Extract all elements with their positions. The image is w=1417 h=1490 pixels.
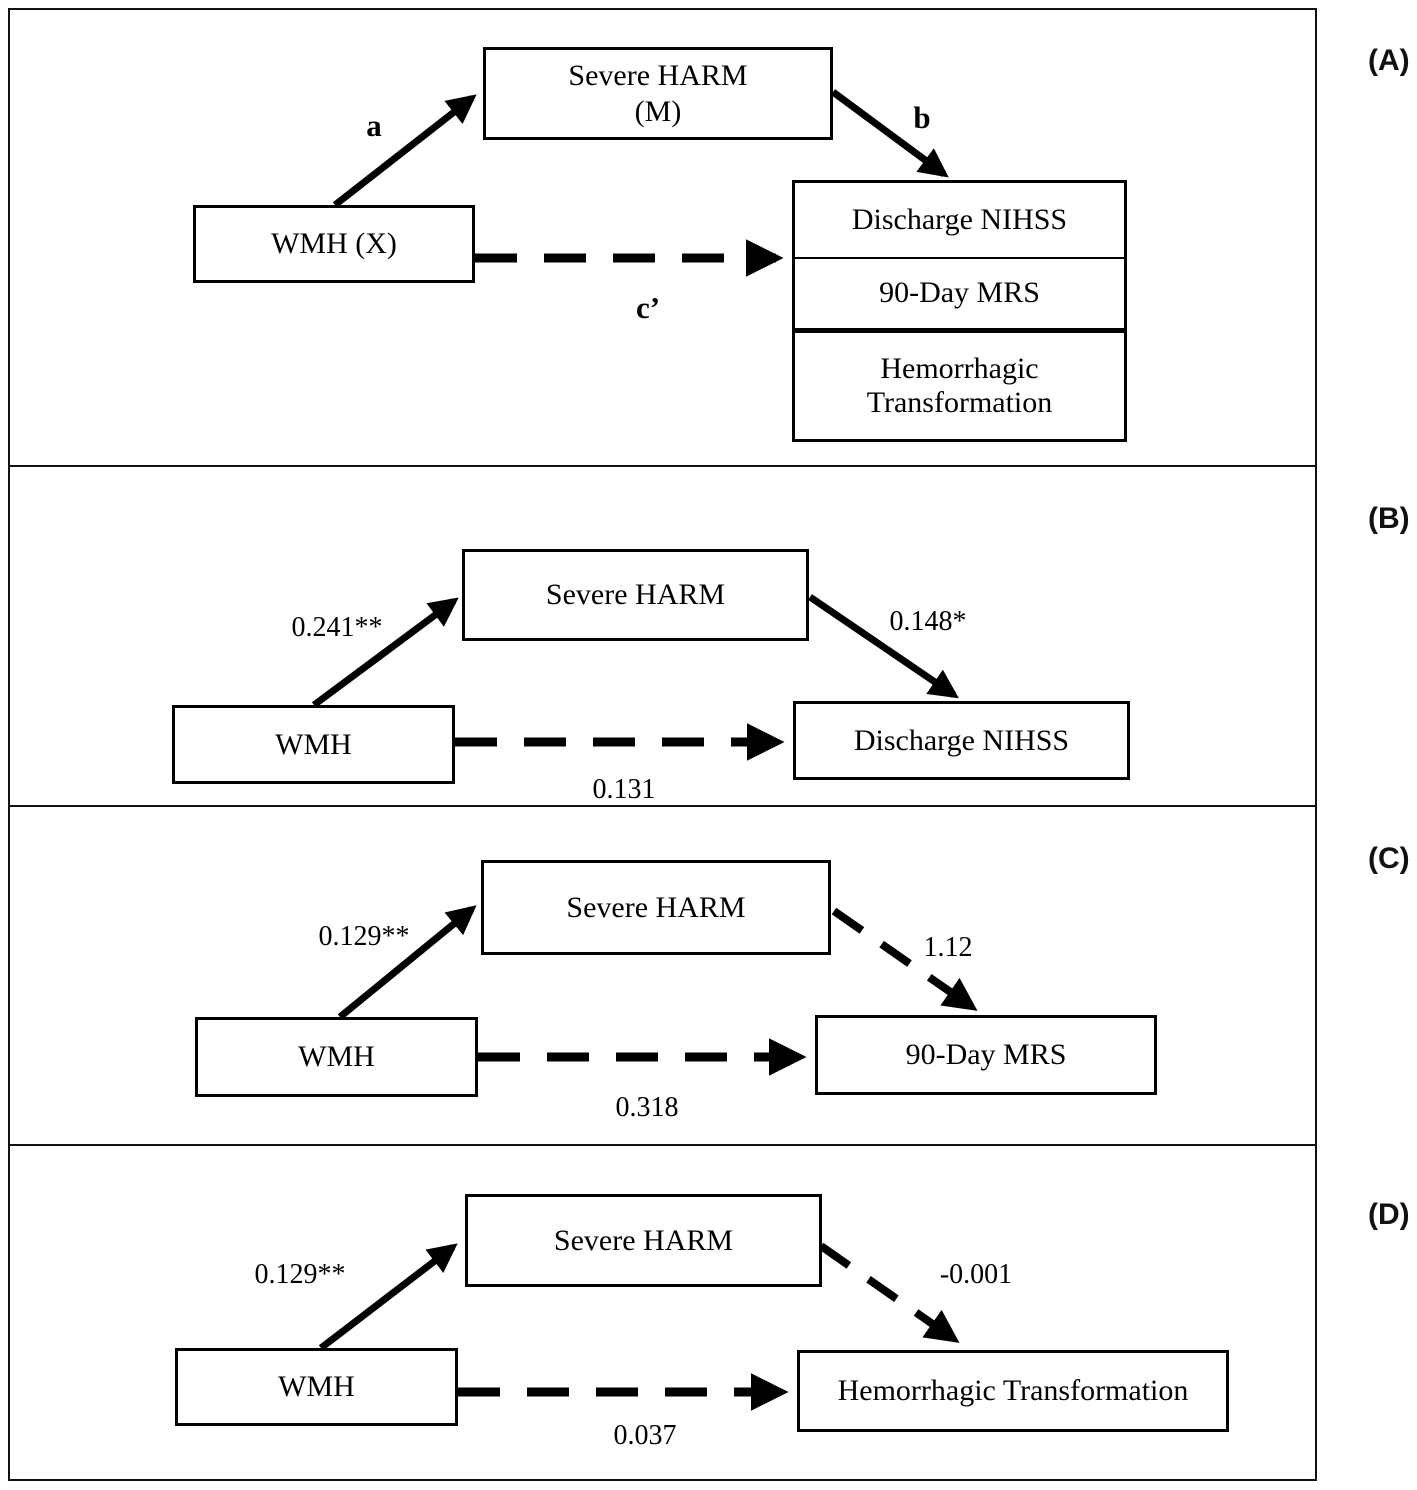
- path-b-value: 0.148*: [889, 606, 967, 637]
- path-c-value: 0.131: [592, 774, 656, 805]
- mediator-sublabel: (M): [634, 94, 682, 128]
- path-b-label: b: [913, 100, 931, 135]
- outcome-label: 90-Day MRS: [905, 1038, 1067, 1072]
- path-a-value: 0.129**: [254, 1259, 346, 1290]
- outcome-box: 90-Day MRS: [815, 1015, 1157, 1095]
- predictor-box: WMH: [195, 1017, 478, 1097]
- predictor-label: WMH: [298, 1040, 375, 1074]
- panel-c: Severe HARM WMH 90-Day MRS 0.129** 1.12 …: [10, 807, 1315, 1146]
- outcome-label: Discharge NIHSS: [853, 723, 1070, 757]
- outcomes-stack: Discharge NIHSS 90-Day MRS Hemorrhagic T…: [792, 180, 1127, 442]
- mediator-label: Severe HARM: [568, 59, 748, 93]
- figure-frame: Severe HARM (M) WMH (X) Discharge NIHSS …: [8, 8, 1317, 1481]
- panel-d-tag: (D): [1368, 1198, 1410, 1231]
- predictor-box: WMH: [172, 705, 455, 784]
- path-a-value: 0.129**: [318, 921, 410, 952]
- path-c-value: 0.318: [615, 1092, 679, 1123]
- path-a-label: a: [366, 108, 382, 143]
- outcome-row: Discharge NIHSS: [795, 183, 1124, 259]
- path-c-value: 0.037: [613, 1420, 677, 1451]
- path-b-value: 1.12: [923, 932, 973, 963]
- mediator-box: Severe HARM: [481, 860, 831, 955]
- path-b-dashed-arrow: [818, 1242, 960, 1343]
- path-b-value: -0.001: [939, 1259, 1013, 1290]
- panel-b-tag: (B): [1368, 502, 1410, 535]
- mediator-label: Severe HARM: [545, 578, 726, 612]
- predictor-label: WMH (X): [271, 227, 397, 261]
- predictor-box: WMH: [175, 1348, 458, 1426]
- mediator-label: Severe HARM: [566, 890, 746, 924]
- path-a-arrow: [332, 94, 477, 208]
- outcome-label: Hemorrhagic Transformation: [837, 1374, 1189, 1408]
- mediator-box: Severe HARM (M): [483, 47, 833, 140]
- outcome-row: Hemorrhagic Transformation: [866, 351, 1053, 420]
- path-a-value: 0.241**: [291, 612, 383, 643]
- outcome-box: Discharge NIHSS: [793, 701, 1130, 780]
- mediator-label: Severe HARM: [553, 1223, 734, 1257]
- predictor-box: WMH (X): [193, 205, 475, 283]
- panel-a-tag: (A): [1368, 44, 1410, 77]
- predictor-label: WMH: [275, 727, 352, 761]
- outcome-row: 90-Day MRS: [795, 259, 1124, 333]
- path-c-label: c’: [635, 290, 661, 325]
- mediator-box: Severe HARM: [465, 1194, 822, 1287]
- panel-b: Severe HARM WMH Discharge NIHSS 0.241** …: [10, 467, 1315, 807]
- panel-a: Severe HARM (M) WMH (X) Discharge NIHSS …: [10, 10, 1315, 467]
- mediator-box: Severe HARM: [462, 549, 809, 641]
- predictor-label: WMH: [278, 1370, 355, 1404]
- panel-c-tag: (C): [1368, 842, 1410, 875]
- outcome-box: Hemorrhagic Transformation: [797, 1350, 1229, 1432]
- panel-d: Severe HARM WMH Hemorrhagic Transformati…: [10, 1146, 1315, 1479]
